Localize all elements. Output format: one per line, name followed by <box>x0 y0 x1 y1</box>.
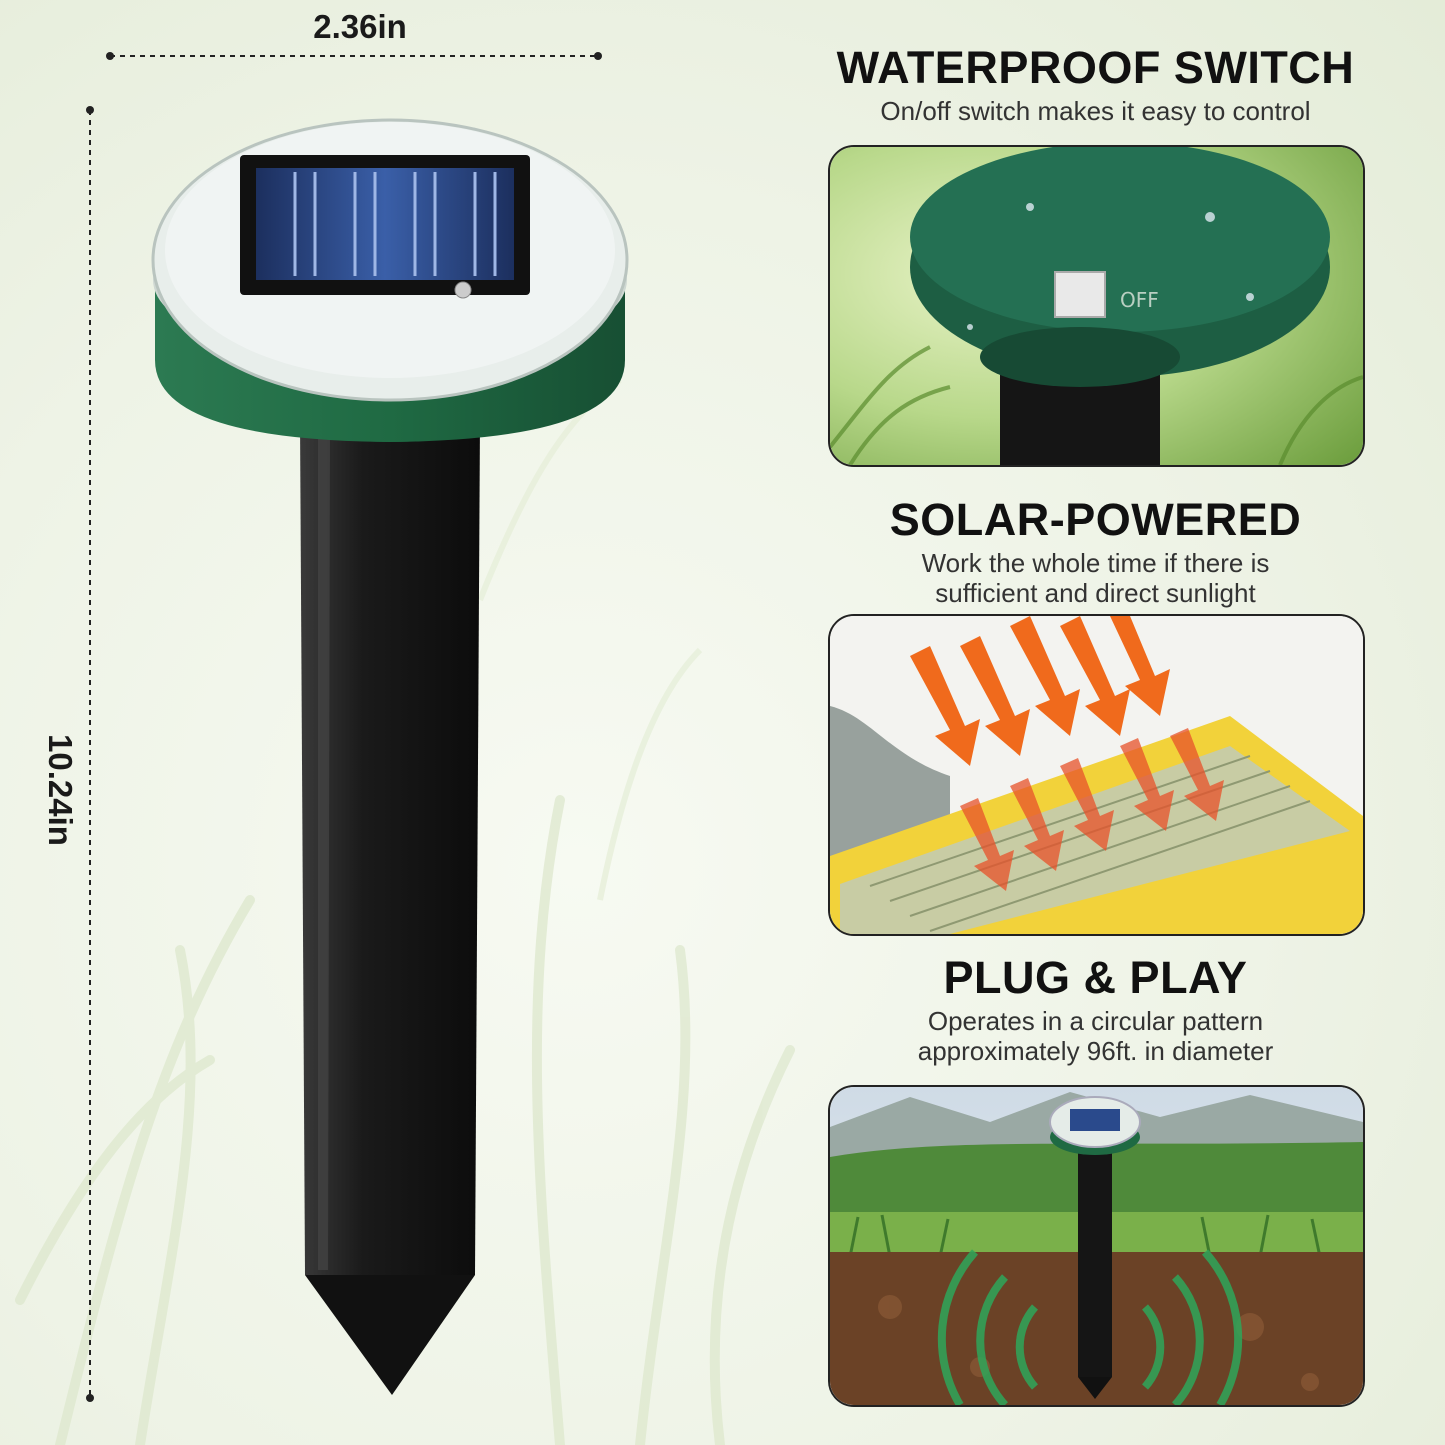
feature-title: SOLAR-POWERED <box>889 494 1302 545</box>
feature-description: Operates in a circular pattern approxima… <box>886 1006 1306 1066</box>
waterproof-switch-image: OFF <box>828 145 1365 467</box>
feature-plug-and-play: PLUG & PLAY Operates in a circular patte… <box>828 955 1363 1066</box>
signal-waves <box>937 1249 1243 1405</box>
feature-description: Work the whole time if there is sufficie… <box>828 548 1363 608</box>
height-dimension-label: 10.24in <box>30 734 90 846</box>
feature-title: WATERPROOF SWITCH <box>836 42 1355 93</box>
feature-description-line: Work the whole time if there is <box>921 548 1270 578</box>
switch-off-label: OFF <box>1120 288 1159 312</box>
device-stake <box>300 420 480 1395</box>
solar-panel <box>240 155 530 299</box>
feature-waterproof-switch: WATERPROOF SWITCH On/off switch makes it… <box>828 45 1363 126</box>
feature-description-line: Operates in a circular pattern <box>927 1006 1264 1036</box>
feature-title: PLUG & PLAY <box>943 952 1248 1003</box>
height-dimension-text: 10.24in <box>42 734 80 846</box>
plug-and-play-image <box>828 1085 1365 1407</box>
width-dimension-label: 2.36in <box>313 8 407 45</box>
feature-description-line: On/off switch makes it easy to control <box>880 96 1311 126</box>
feature-solar-powered: SOLAR-POWERED Work the whole time if the… <box>828 497 1363 608</box>
feature-description: On/off switch makes it easy to control <box>828 96 1363 126</box>
width-dimension-line <box>106 52 602 60</box>
sunlight-arrows <box>910 616 1170 766</box>
height-dimension-line <box>86 106 94 1402</box>
mini-device <box>1049 1096 1141 1399</box>
solar-powered-image <box>828 614 1365 936</box>
feature-description-line: approximately 96ft. in diameter <box>917 1036 1274 1066</box>
feature-description-line: sufficient and direct sunlight <box>935 578 1256 608</box>
